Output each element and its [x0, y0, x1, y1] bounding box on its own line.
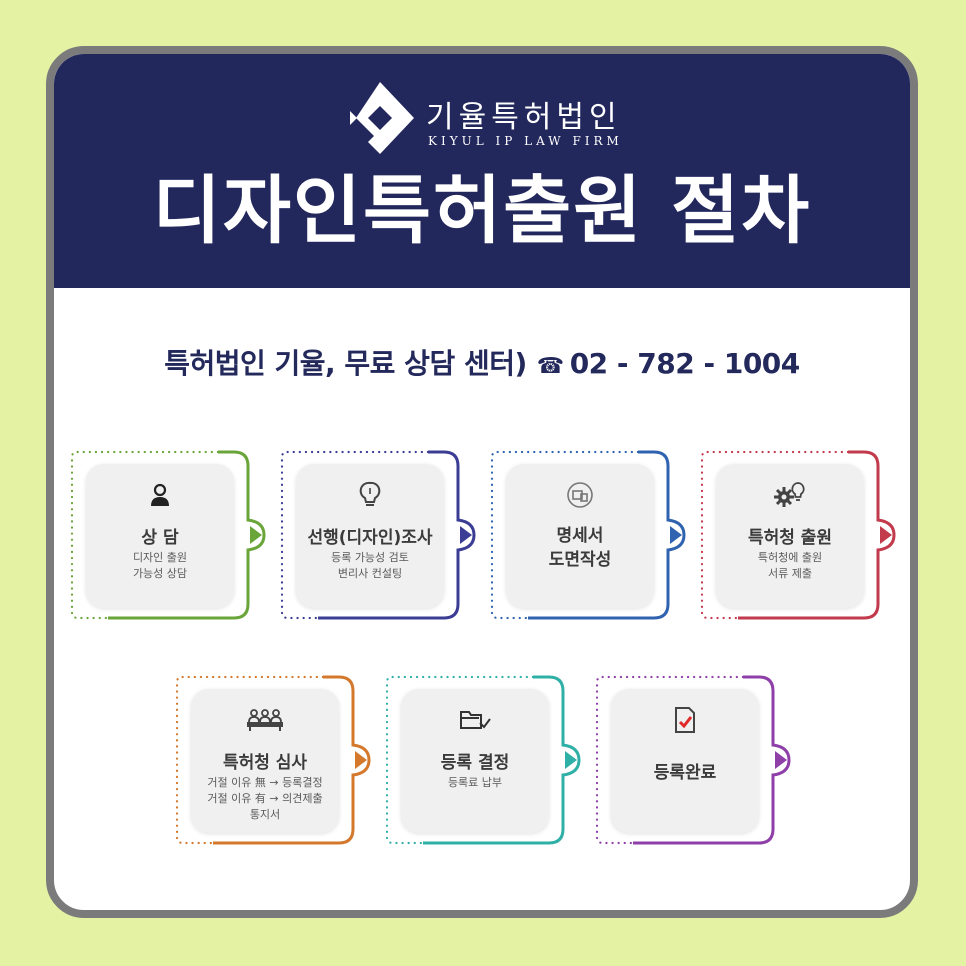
- step-description: 등록 가능성 검토 변리사 컨설팅: [331, 551, 409, 580]
- kiyul-logo-icon: [350, 82, 414, 154]
- arrow-right-icon: [775, 751, 787, 769]
- page-title: 디자인특허출원 절차: [152, 168, 812, 254]
- logo-english-name: KIYUL IP LAW FIRM: [428, 134, 623, 148]
- phone-number[interactable]: 02 - 782 - 1004: [569, 347, 801, 380]
- examiners-icon: [191, 705, 339, 735]
- arrow-right-icon: [565, 751, 577, 769]
- step-description: 거절 이유 無 → 등록결정 거절 이유 有 → 의견제출 통지서: [207, 776, 323, 821]
- step-title: 상 담: [141, 528, 179, 548]
- step-frame: [385, 675, 581, 845]
- step-card: 등록완료: [611, 689, 759, 833]
- logo-korean-name: 기율특허법인: [426, 100, 622, 135]
- folder-check-icon: [401, 705, 549, 735]
- step-frame: [595, 675, 791, 845]
- arrow-right-icon: [355, 751, 367, 769]
- step-description: 등록료 납부: [447, 776, 503, 789]
- step-title: 명세서 도면작성: [548, 526, 612, 570]
- step-title: 특허청 심사: [222, 753, 308, 773]
- step-title: 등록완료: [653, 763, 717, 783]
- step-frame: [280, 450, 476, 620]
- gear-bulb-icon: [716, 480, 864, 510]
- process-step-registration-complete: 등록완료: [593, 671, 793, 849]
- arrow-right-icon: [250, 526, 262, 544]
- step-title: 특허청 출원: [747, 528, 833, 548]
- arrow-right-icon: [460, 526, 472, 544]
- step-title: 선행(디자인)조사: [307, 528, 433, 548]
- step-frame: [700, 450, 896, 620]
- step-frame: [70, 450, 266, 620]
- header-banner: 기율특허법인 KIYUL IP LAW FIRM 디자인특허출원 절차: [54, 54, 910, 288]
- step-title: 등록 결정: [440, 753, 510, 773]
- contact-label: 특허법인 기율, 무료 상담 센터): [164, 347, 527, 380]
- person-icon: [86, 480, 234, 510]
- arrow-right-icon: [880, 526, 892, 544]
- step-frame: [175, 675, 371, 845]
- step-description: 디자인 출원 가능성 상담: [132, 551, 188, 580]
- phone-icon: ☎: [536, 354, 564, 379]
- arrow-right-icon: [670, 526, 682, 544]
- contact-line: 특허법인 기율, 무료 상담 센터) ☎02 - 782 - 1004: [54, 342, 910, 382]
- infographic-card: 기율특허법인 KIYUL IP LAW FIRM 디자인특허출원 절차 특허법인…: [46, 46, 918, 918]
- step-frame: [490, 450, 686, 620]
- step-card: 명세서 도면작성: [506, 464, 654, 608]
- lightbulb-icon: [296, 480, 444, 510]
- certificate-check-icon: [611, 705, 759, 735]
- logo: 기율특허법인 KIYUL IP LAW FIRM: [344, 78, 644, 158]
- process-step-drafting: 명세서 도면작성: [488, 446, 688, 624]
- document-drawing-icon: [506, 480, 654, 510]
- step-description: 특허청에 출원 서류 제출: [757, 551, 823, 580]
